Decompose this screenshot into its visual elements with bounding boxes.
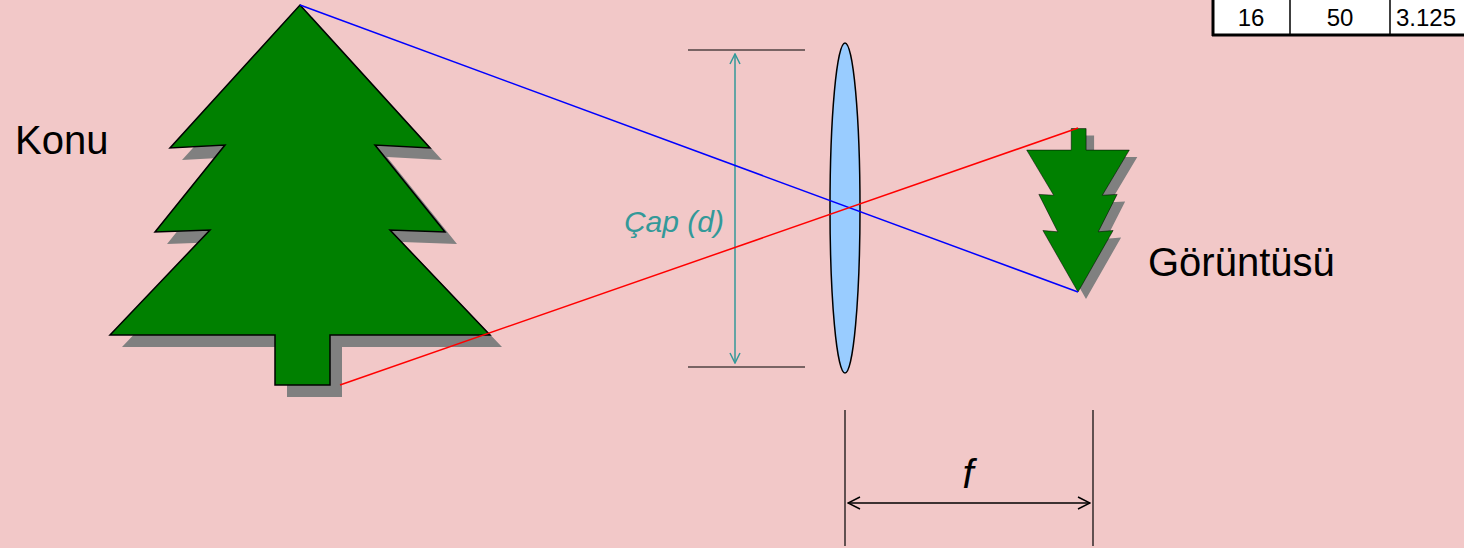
focal-bracket [845,410,1093,546]
lens [830,43,860,373]
image-tree [1027,129,1138,299]
table-cell: 3.125 [1396,6,1456,30]
ray-top [300,5,1078,292]
image-label: Görüntüsü [1148,242,1335,282]
ray-bottom [340,128,1078,385]
object-label: Konu [15,120,108,160]
table-cell: 50 [1327,6,1354,30]
object-tree [110,5,502,397]
table-fragment [1212,0,1464,36]
focal-length-label: f [962,454,973,494]
table-cell: 16 [1238,6,1265,30]
diameter-label: Çap (d) [624,207,724,237]
